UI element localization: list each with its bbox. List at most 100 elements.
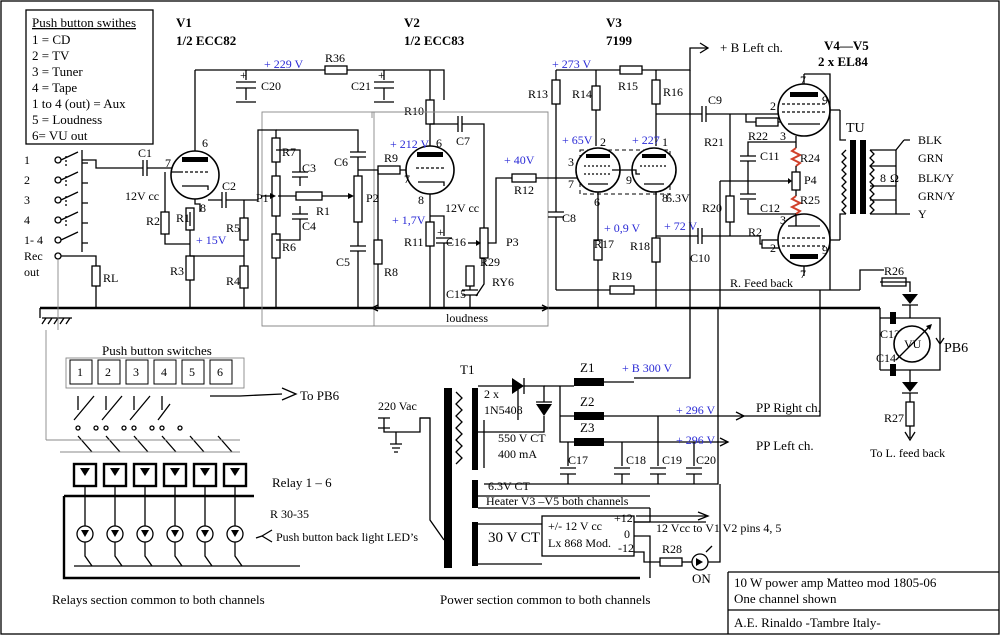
output-transformer: TU 8 Ω BLK GRN BLK/Y GRN/Y Y [804,73,956,290]
component-label: C19 [662,453,682,467]
pb6-label: PB6 [944,341,968,356]
loudness-loop [262,111,549,327]
pin-label: 8 [200,201,206,215]
component-label: P2 [366,191,379,205]
tube-v1-name: V1 [176,15,192,30]
ct550-label: 400 mA [498,447,537,461]
title-block: 10 W power amp Matteo mod 1805-06 One ch… [727,571,999,634]
component-label: RL [103,271,118,285]
legend-title: Push button swithes [32,15,136,30]
component-label: R36 [325,51,345,65]
component-label: R5 [226,221,240,235]
pin-label: 8 [880,171,886,185]
pin-label: Ω [890,171,899,185]
voltage-label: + 229 V [264,57,304,71]
chassis-ground-icon [39,308,72,325]
svg-text:+: + [437,225,444,239]
power-section-label: Power section common to both channels [440,592,651,607]
wire-color-label: BLK/Y [918,171,954,185]
title-author: A.E. Rinaldo -Tambre Italy- [734,615,881,630]
component-label: R12 [514,183,534,197]
pin-label: 2 [600,135,606,149]
push-button-2[interactable] [97,359,121,385]
input-label: 1- 4 [24,233,43,247]
rail-label: 0 [624,527,630,541]
voltage-label: + 1,7V [392,213,426,227]
component-label: R16 [663,85,683,99]
component-label: C10 [690,251,710,265]
input-label: 1 [24,153,30,167]
lx-module-label: +/- 12 V cc [548,519,602,533]
voltage-label: + 296 V [676,403,716,417]
push-button-6[interactable] [209,359,233,385]
rec-out-label: Rec [24,249,43,263]
relays-section-label: Relays section common to both channels [52,592,265,607]
tube-v2-name: V2 [404,15,420,30]
tube-v1: 6 7 8 [165,70,220,215]
component-label: C4 [302,219,316,233]
tube-v5: 3 2 9 7 [770,213,840,281]
component-label: C1 [138,146,152,160]
component-label: R1 [176,211,190,225]
title-line-2: One channel shown [734,591,837,606]
wire-color-label: GRN [918,151,944,165]
pin-label: 9 [822,93,828,107]
component-label: C7 [456,134,470,148]
pin-label: 6 [436,136,442,150]
ct63-label: 6.3V CT [488,479,530,493]
component-label: R25 [800,193,820,207]
component-label: R26 [884,264,904,278]
component-label: RY6 [492,275,514,289]
lx-module-label: Lx 868 Mod. [548,536,611,550]
component-label: Z2 [580,394,594,409]
legend-box: Push button swithes 1 = CD 2 = TV 3 = Tu… [25,9,154,145]
voltage-label: + 65V [562,133,593,147]
push-button-label: 5 [189,365,195,379]
rec-out-label: out [24,265,40,279]
voltage-label: + B 300 V [622,361,673,375]
voltage-label: + 0,9 V [604,221,641,235]
voltage-label: + 212 V [390,137,430,151]
pin-label: 9 [822,243,828,257]
wire-color-label: BLK [918,133,942,147]
component-label: C18 [626,453,646,467]
pp-left-label: PP Left ch. [756,438,814,453]
component-label: R18 [630,239,650,253]
input-selector: 1 2 3 4 1- 4 Rec out RL [24,150,135,440]
component-label: C2 [222,179,236,193]
pin-label: 7 [800,73,806,87]
diodes-label: 1N5408 [484,403,523,417]
component-label: C9 [708,93,722,107]
loudness-label: loudness [446,311,488,325]
voltage-label: + 273 V [552,57,592,71]
component-label: Z3 [580,420,594,435]
voltage-label: + 72 V [664,219,698,233]
legend-item: 3 = Tuner [32,64,83,79]
legend-item: 6= VU out [32,128,88,143]
svg-text:+: + [240,68,247,82]
component-label: C20 [696,453,716,467]
tube-v1-type: 1/2 ECC82 [176,33,236,48]
component-label: R27 [884,411,904,425]
tube-v3-name: V3 [606,15,622,30]
push-button-1[interactable] [69,359,93,385]
pin-label: 7 [568,177,574,191]
tube-v2: 6 7 8 [404,124,455,210]
component-label: C20 [261,79,281,93]
component-label: R2 [748,225,762,239]
tube-v45-type: 2 x EL84 [818,54,868,69]
heater-12v-label: 12V cc [125,189,159,203]
component-label: R13 [528,87,548,101]
ct30-label: 30 V CT [488,530,540,546]
component-label: C6 [334,155,348,169]
component-label: R29 [480,255,500,269]
push-button-4[interactable] [153,359,177,385]
heater-label: Heater V3 –V5 both channels [486,494,629,508]
push-button-5[interactable] [181,359,205,385]
relays-section: Push button switches 1 2 3 4 5 6 To PB6 [46,343,640,607]
component-label: R9 [384,151,398,165]
ct550-label: 550 V CT [498,431,546,445]
component-label: R7 [282,145,296,159]
push-button-3[interactable] [125,359,149,385]
